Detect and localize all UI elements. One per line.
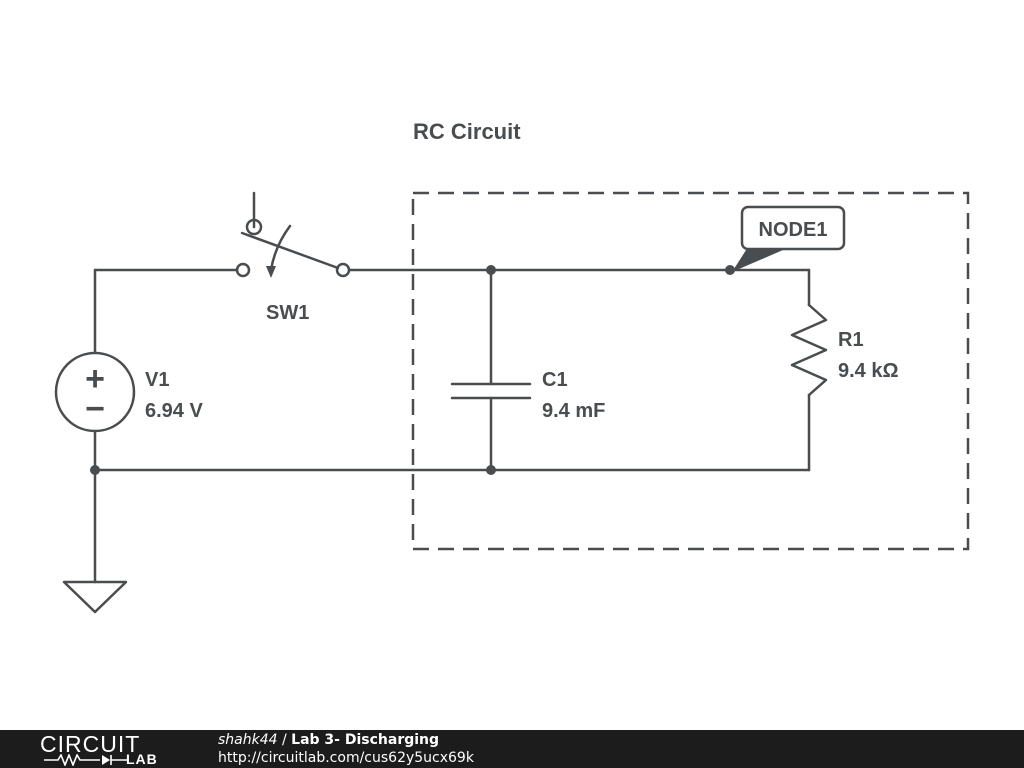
resistor-squiggle-icon [44, 754, 128, 766]
capacitor-name-label: C1 [542, 369, 568, 391]
capacitor-c1[interactable] [450, 382, 532, 400]
footer-bar: CIRCUIT LAB shahk44 / Lab 3- Discharging… [0, 730, 1024, 768]
resistor-name-label: R1 [838, 329, 864, 351]
source-value-label: 6.94 V [145, 400, 203, 422]
rc-circuit-boundary [411, 191, 970, 551]
logo-bottom-text: LAB [126, 751, 158, 767]
node-flag[interactable]: NODE1 [732, 205, 846, 272]
circuitlab-logo[interactable]: CIRCUIT LAB [40, 732, 180, 766]
switch-label: SW1 [266, 302, 309, 324]
meta-title-line: shahk44 / Lab 3- Discharging [218, 731, 474, 749]
resistor-value-label: 9.4 kΩ [838, 360, 899, 382]
voltage-source-v1[interactable]: + − [54, 351, 136, 433]
resistor-r1[interactable] [790, 303, 828, 397]
circuit-title-link[interactable]: Lab 3- Discharging [291, 732, 440, 748]
switch-sw1[interactable] [235, 191, 351, 278]
node-label: NODE1 [759, 219, 828, 241]
ground-icon [62, 580, 128, 614]
switch-arrow-icon [266, 266, 276, 278]
wires [93, 268, 811, 584]
author-link[interactable]: shahk44 [218, 732, 278, 748]
diagram-title: RC Circuit [413, 119, 521, 144]
source-name-label: V1 [145, 369, 169, 391]
meta-separator: / [277, 732, 292, 748]
circuit-url-link[interactable]: http://circuitlab.com/cus62y5ucx69k [218, 750, 474, 766]
capacitor-value-label: 9.4 mF [542, 400, 605, 422]
source-plus-sign: + [85, 360, 105, 398]
logo-top-text: CIRCUIT [40, 731, 141, 757]
source-minus-sign: − [85, 390, 105, 428]
junctions [90, 265, 735, 475]
circuit-meta: shahk44 / Lab 3- Discharging http://circ… [218, 731, 474, 767]
